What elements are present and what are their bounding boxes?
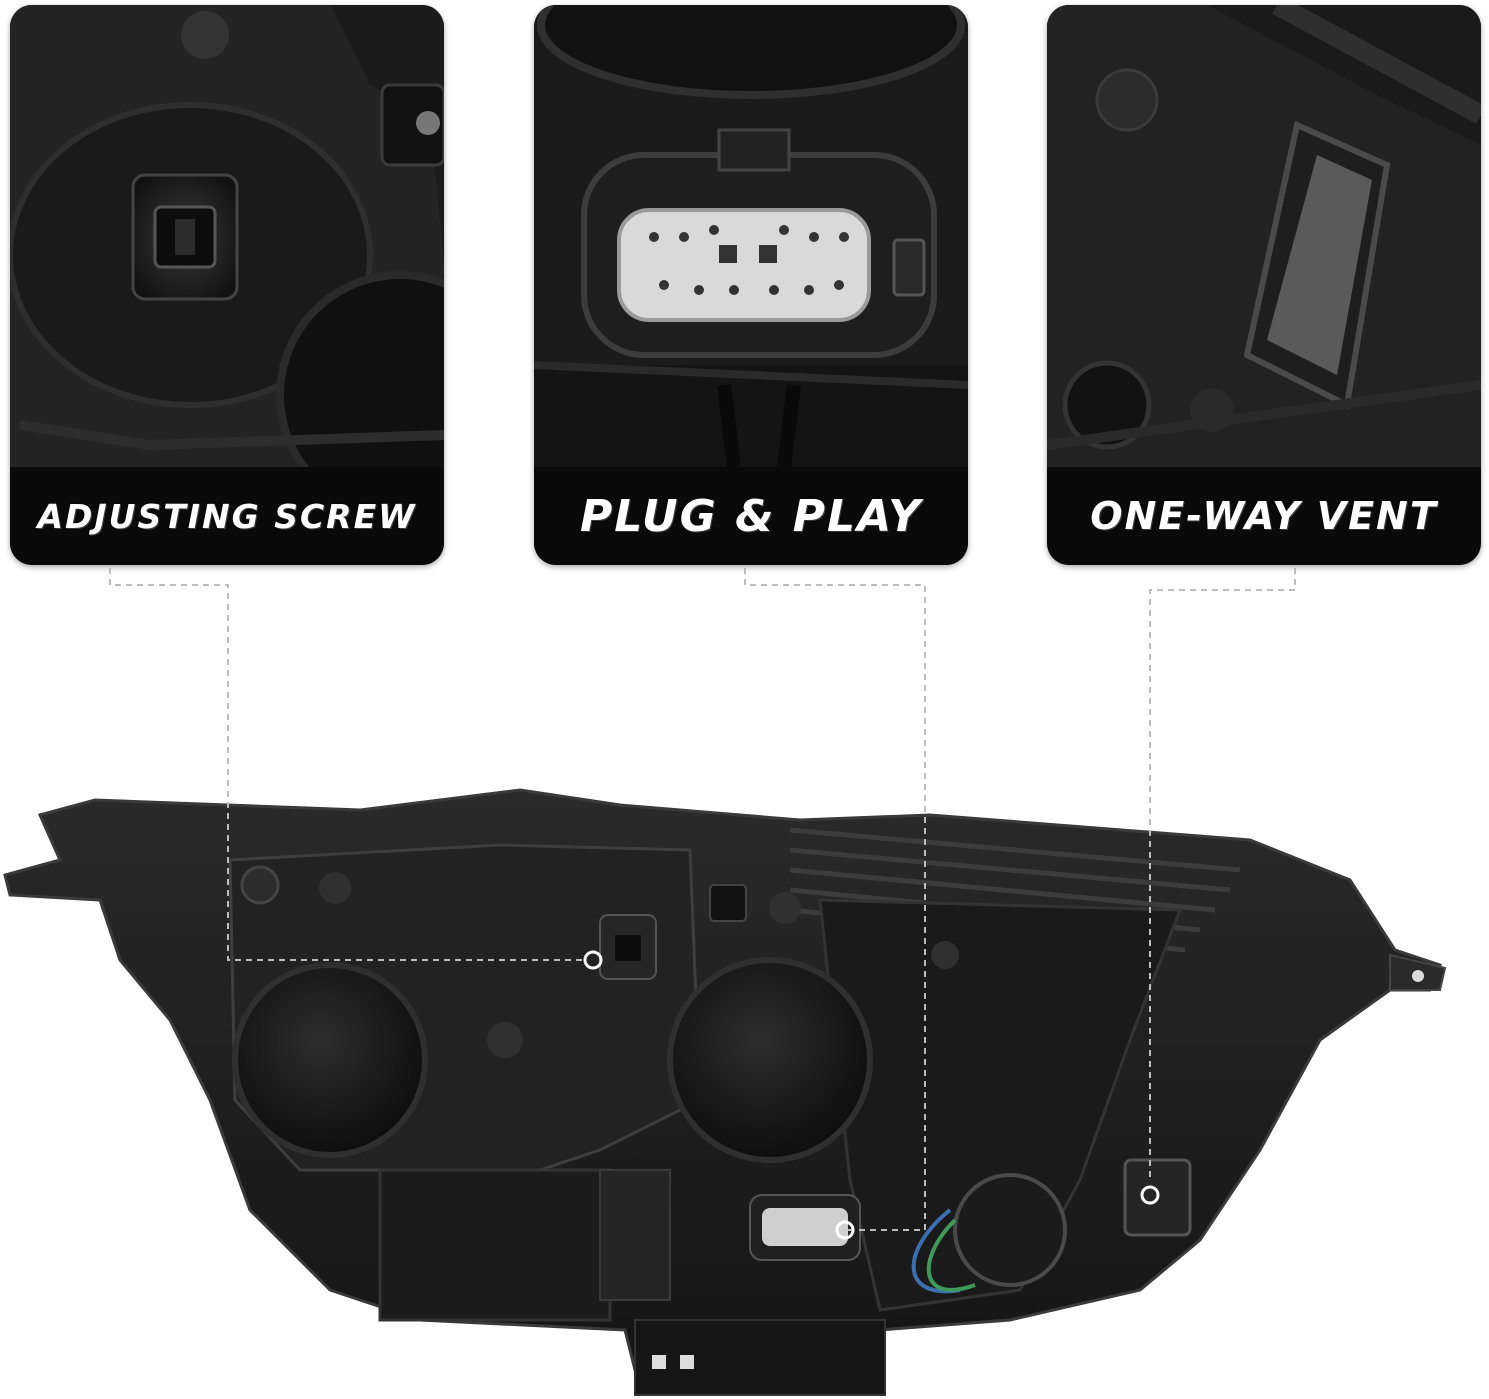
callout-label-bar: ADJUSTING SCREW	[10, 467, 444, 565]
callout-label: ONE-WAY VENT	[1090, 494, 1438, 538]
connector-plug-closeup-image	[534, 5, 968, 467]
callout-card-one-way-vent: ONE-WAY VENT	[1047, 5, 1481, 565]
callout-label-bar: PLUG & PLAY	[534, 467, 968, 565]
adjusting-screw-closeup-image	[10, 5, 444, 467]
callout-label: PLUG & PLAY	[580, 490, 922, 542]
callout-card-plug-and-play: PLUG & PLAY	[534, 5, 968, 565]
callout-card-adjusting-screw: ADJUSTING SCREW	[10, 5, 444, 565]
vent-cap-closeup-image	[1047, 5, 1481, 467]
callout-label-bar: ONE-WAY VENT	[1047, 467, 1481, 565]
headlight-housing-rear-image	[3, 788, 1447, 1396]
callout-label: ADJUSTING SCREW	[37, 496, 417, 536]
